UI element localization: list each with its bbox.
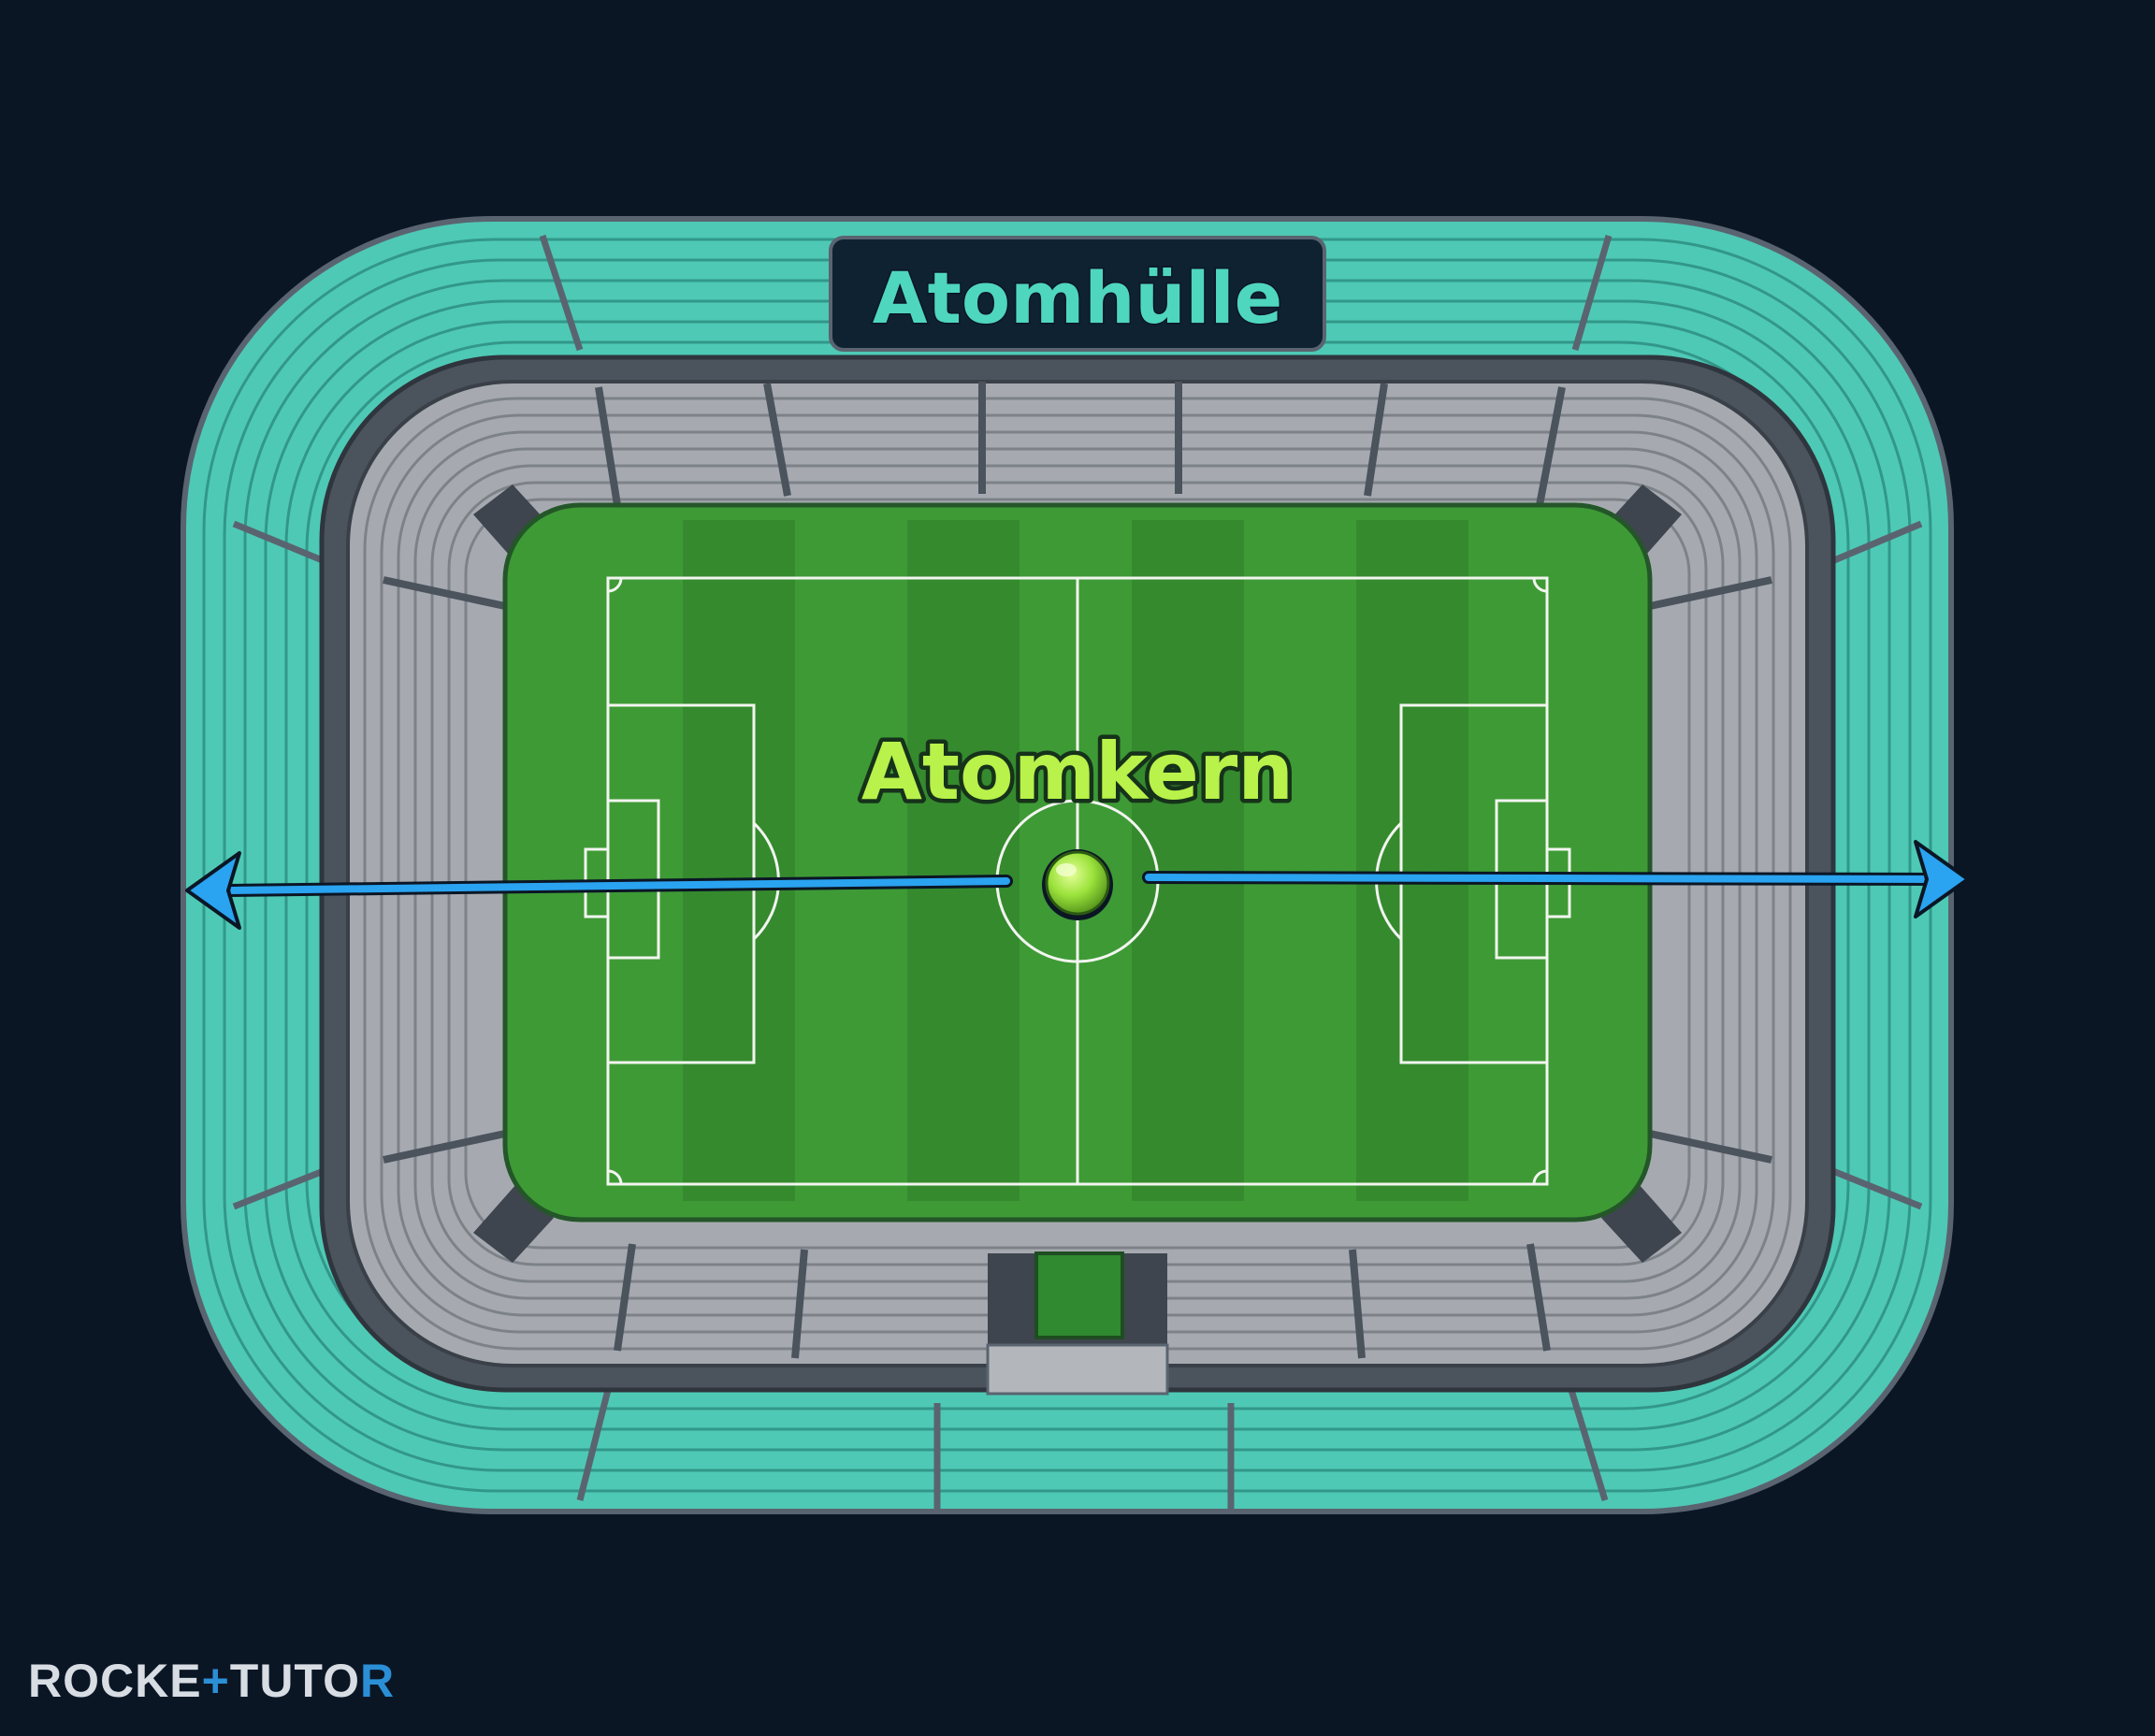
- brand-plus-mark: +: [201, 1655, 230, 1707]
- players-tunnel: [986, 1251, 1169, 1396]
- shell-label: Atomhülle: [829, 236, 1326, 352]
- shell-label-text: Atomhülle: [873, 256, 1282, 340]
- brand-part-1: ROCKE: [28, 1655, 202, 1707]
- diameter-arrow: [185, 840, 1970, 930]
- brand-part-4: R: [359, 1655, 396, 1707]
- nucleus-ball: [1042, 849, 1113, 920]
- arrow-left-icon: [185, 851, 241, 930]
- pitch-stripes: [683, 520, 1468, 1201]
- brand-logo: ROCKE+TUTOR: [28, 1654, 395, 1708]
- brand-part-2: TUT: [229, 1655, 324, 1707]
- nucleus-label-text: Atomkern: [861, 726, 1294, 817]
- brand-part-3: O: [323, 1655, 360, 1707]
- arrow-right-icon: [1914, 840, 1970, 919]
